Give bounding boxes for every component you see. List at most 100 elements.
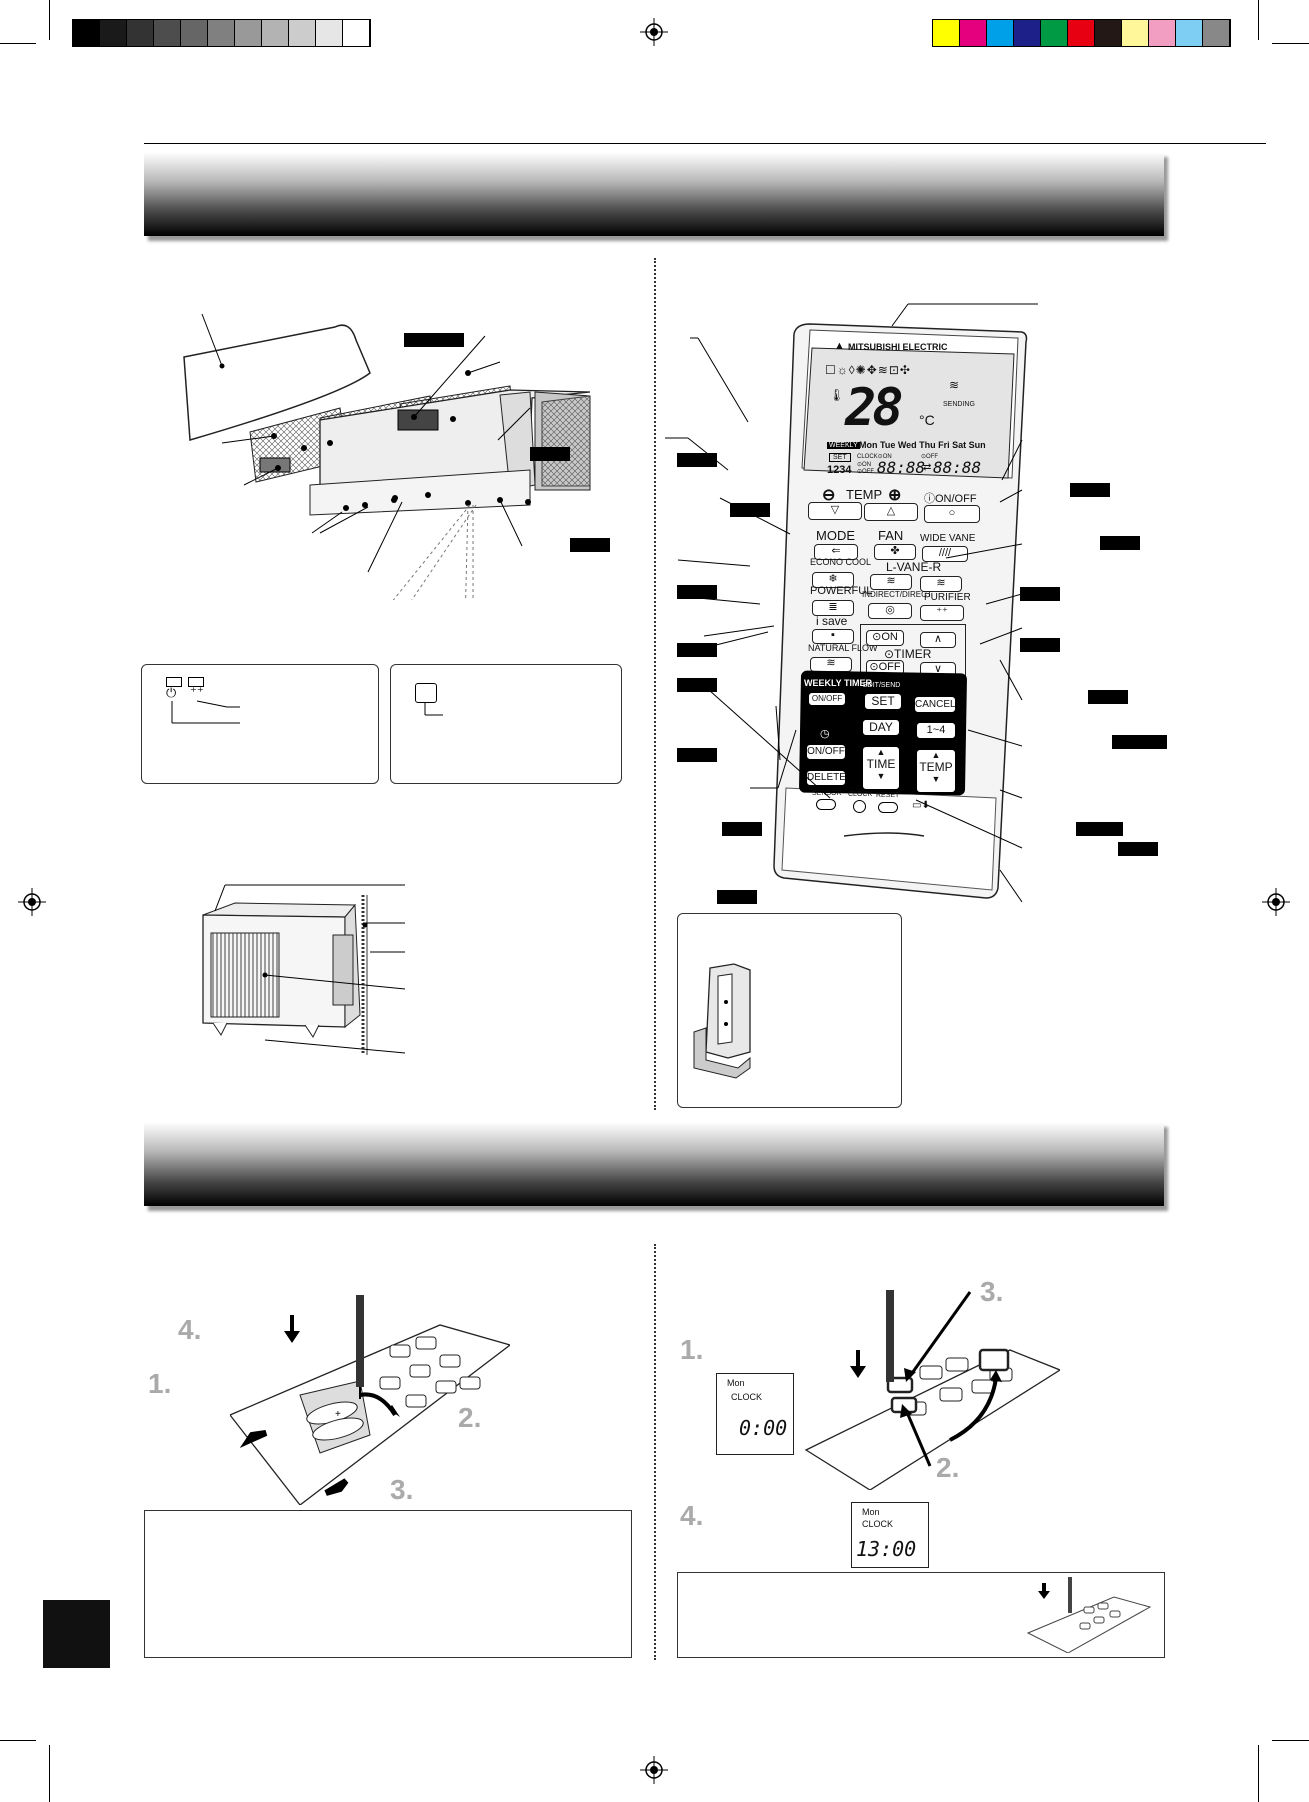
clock-step-4: 4. — [680, 1500, 704, 1531]
clock-button[interactable] — [853, 800, 866, 813]
on-off-small-button[interactable]: ON/OFF — [806, 744, 846, 760]
battery-step-2: 2. — [458, 1402, 482, 1433]
color-swatch — [1149, 20, 1176, 46]
label-tag — [677, 678, 717, 692]
label-tag — [1088, 690, 1128, 704]
time-button[interactable]: ▲TIME▼ — [862, 746, 900, 790]
clock-lcd-blinking: Mon CLOCK 0:00 — [716, 1373, 794, 1455]
lcd-sending: SENDING — [943, 401, 975, 408]
battery-step-3: 3. — [390, 1474, 414, 1505]
delete-button[interactable]: DELETE — [806, 770, 846, 786]
label-tag — [1070, 483, 1110, 497]
set-button[interactable]: SET — [864, 693, 902, 710]
color-swatch — [208, 20, 235, 46]
lcd-time: 0:00 — [739, 1416, 788, 1440]
clock-symbol-icon: ◷ — [820, 728, 830, 740]
color-swatch — [1176, 20, 1203, 46]
reset-button[interactable] — [878, 802, 898, 813]
signal-icon: ≋ — [949, 378, 960, 392]
edit-send-label: EDIT/SEND — [863, 682, 901, 689]
crop-mark — [49, 0, 50, 40]
lcd-time: 13:00 — [856, 1537, 917, 1561]
label-tag — [1112, 735, 1167, 749]
color-swatch — [960, 20, 987, 46]
color-swatch — [933, 20, 960, 46]
battery-step-1: 1. — [148, 1368, 172, 1399]
battery-step-4: 4. — [178, 1314, 202, 1345]
mode-label: MODE — [816, 528, 855, 543]
powerful-button[interactable]: ≣ — [812, 600, 854, 616]
left-vane-button[interactable]: ≋ — [870, 574, 912, 590]
crop-mark — [0, 43, 36, 44]
fan-label: FAN — [878, 528, 904, 543]
i-save-button[interactable]: ▪ — [812, 629, 854, 644]
on-off-button[interactable]: ○ — [924, 505, 980, 523]
color-swatch — [1068, 20, 1095, 46]
section-header-preparation — [144, 1122, 1164, 1206]
temp-minus-icon: ⊖ — [822, 487, 836, 504]
top-rule — [144, 143, 1266, 144]
temp-up-button[interactable]: △ — [864, 503, 918, 521]
crop-mark — [1258, 1745, 1259, 1802]
sensor-window — [816, 799, 836, 810]
weekly-on-off-button[interactable]: ON/OFF — [808, 692, 846, 706]
lcd-time-right: 88:88 — [933, 458, 982, 477]
label-tag — [1020, 587, 1060, 601]
color-swatch — [154, 20, 181, 46]
mode-button[interactable]: ⇐ — [814, 544, 858, 560]
clock-label: CLOCK — [848, 791, 873, 798]
label-tag — [677, 748, 717, 762]
registration-mark-bottom — [640, 1756, 668, 1784]
timer-up-button[interactable]: ∧ — [920, 632, 956, 648]
column-divider — [654, 1244, 656, 1660]
color-swatch — [987, 20, 1014, 46]
color-swatch — [1041, 20, 1068, 46]
temp-label: TEMP — [846, 487, 883, 502]
clock-step-2: 2. — [936, 1452, 960, 1483]
lcd-off: ⊙OFF — [921, 454, 939, 460]
program-button[interactable]: 1~4 — [916, 722, 956, 739]
sensor-label: SENSOR — [812, 790, 842, 797]
lcd-day: Mon — [727, 1378, 745, 1388]
label-tag — [677, 643, 717, 657]
label-tag — [730, 503, 770, 517]
clock-lcd-set: Mon CLOCK 13:00 — [851, 1502, 929, 1568]
color-swatch — [262, 20, 289, 46]
timer-on-button[interactable]: ⊙ON — [866, 630, 904, 646]
battery-note-box — [144, 1510, 632, 1658]
label-tag — [404, 333, 464, 347]
reset-press-illustration — [1026, 1577, 1152, 1653]
label-tag — [677, 585, 717, 599]
crop-mark — [49, 1745, 50, 1802]
fan-button[interactable]: ✤ — [874, 544, 916, 560]
on-off-lamp-icon — [166, 677, 182, 687]
color-swatch — [343, 20, 370, 46]
temp-plus-icon: ⊕ — [888, 487, 902, 504]
color-swatch — [127, 20, 154, 46]
indirect-direct-button[interactable]: ◎ — [868, 603, 912, 619]
purifier-button[interactable]: ⁺⁺ — [920, 605, 964, 621]
label-tag — [677, 453, 717, 467]
crop-mark — [0, 1740, 36, 1741]
thermometer-icon: 🌡︎ — [829, 388, 845, 402]
timer-label: ⊙TIMER — [884, 647, 932, 661]
econo-cool-button[interactable]: ❄ — [812, 572, 854, 588]
lcd-temp-value: 28 — [845, 378, 904, 438]
label-tag — [722, 822, 762, 836]
wide-vane-button[interactable]: //// — [922, 546, 968, 562]
crop-mark — [1272, 43, 1309, 44]
receiver-window-icon — [415, 683, 437, 703]
color-swatch — [316, 20, 343, 46]
purifier-symbol-icon: ⁺⁺ — [190, 684, 204, 699]
cancel-button[interactable]: CANCEL — [914, 696, 956, 713]
right-vane-button[interactable]: ≋ — [920, 576, 962, 592]
temp-weekly-button[interactable]: ▲TEMP▼ — [916, 749, 956, 793]
purifier-label: PURIFIER — [924, 592, 971, 603]
label-tag — [1020, 638, 1060, 652]
day-button[interactable]: DAY — [862, 719, 900, 736]
section-header-parts — [144, 152, 1164, 236]
lcd-clock-label: CLOCK — [731, 1392, 763, 1402]
temp-down-button[interactable]: ▽ — [808, 502, 862, 520]
lcd-days: Mon Tue Wed Thu Fri Sat Sun — [859, 440, 986, 450]
color-scale-bar — [932, 19, 1231, 47]
